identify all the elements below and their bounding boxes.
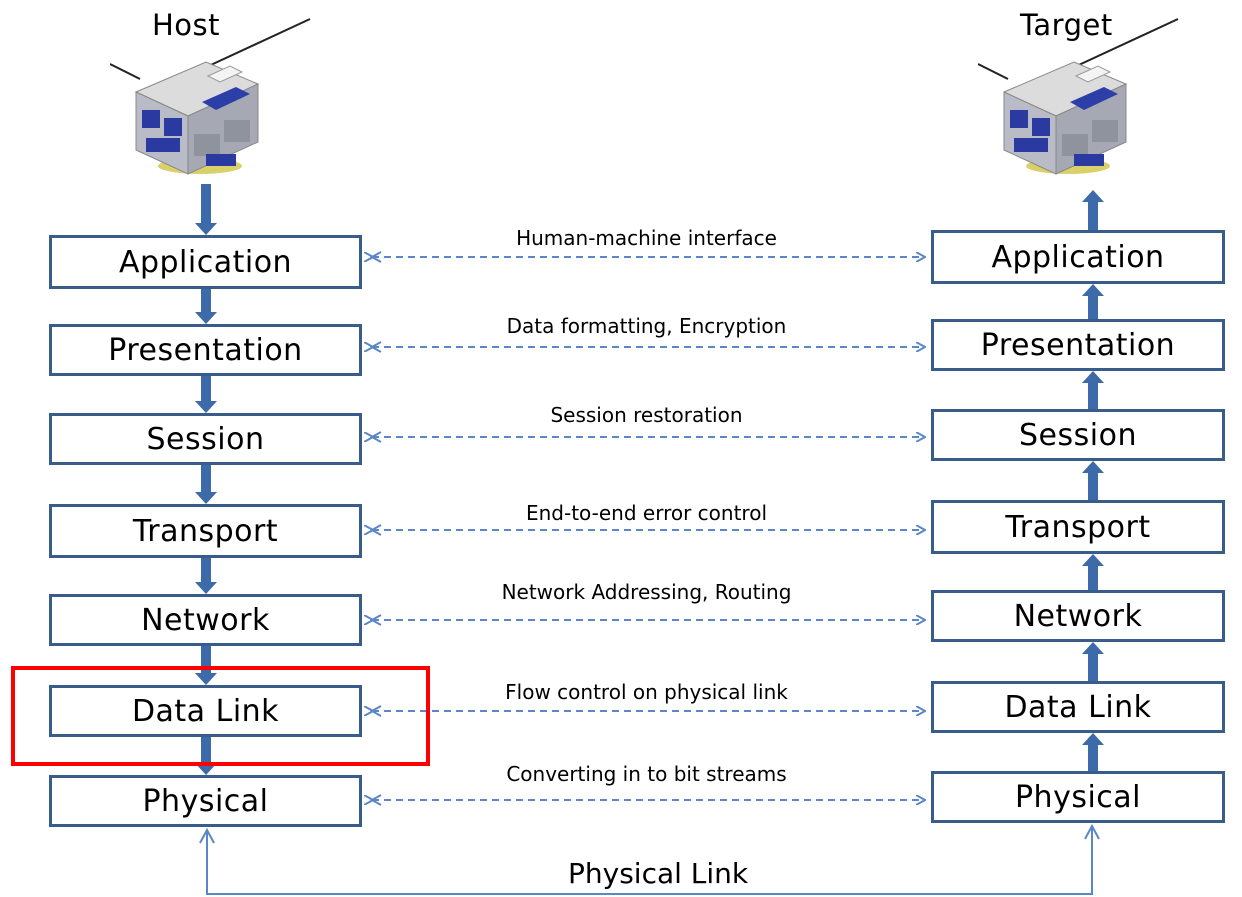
target-up-arrow (1082, 190, 1104, 230)
target-up-arrow (1082, 642, 1104, 681)
peer-arrow-left-head (369, 524, 382, 536)
peer-link-label-presentation: Data formatting, Encryption (506, 314, 787, 338)
data-link-highlight-frame (11, 666, 430, 766)
host-title: Host (152, 8, 221, 42)
target-title: Target (1020, 8, 1113, 42)
peer-dashed-arrows (369, 251, 924, 806)
peer-link-label-network: Network Addressing, Routing (501, 580, 792, 604)
peer-link-label-session: Session restoration (550, 403, 743, 427)
target-up-arrow (1082, 371, 1104, 409)
physical-link-connector (199, 823, 1100, 895)
peer-link-label-physical: Converting in to bit streams (506, 762, 787, 786)
host-down-arrow (195, 558, 217, 594)
host-layer-network: Network (49, 594, 362, 646)
host-layer-data-link: Data Link (49, 685, 362, 737)
peer-arrow-left-head (369, 341, 382, 353)
target-up-arrow (1082, 284, 1104, 319)
target-up-arrows (1082, 190, 1104, 771)
target-layer-physical: Physical (931, 771, 1225, 823)
peer-link-label-transport: End-to-end error control (525, 501, 768, 525)
host-layer-application: Application (49, 235, 362, 289)
target-layer-transport: Transport (931, 500, 1225, 554)
peer-arrow-left-head (369, 705, 382, 717)
peer-arrow-left-head (369, 431, 382, 443)
host-layer-physical: Physical (49, 775, 362, 827)
host-layer-presentation: Presentation (49, 324, 362, 376)
target-up-arrow (1082, 461, 1104, 500)
peer-arrow-left-head (369, 251, 382, 263)
target-layer-session: Session (931, 409, 1225, 461)
target-layer-presentation: Presentation (931, 319, 1225, 371)
target-layer-application: Application (931, 230, 1225, 284)
satellite-icon (110, 18, 311, 175)
physical-link-label: Physical Link (568, 857, 749, 890)
peer-arrow-left-head (369, 614, 382, 626)
target-layer-data-link: Data Link (931, 681, 1225, 733)
host-down-arrow (195, 376, 217, 413)
target-layer-network: Network (931, 590, 1225, 642)
host-layer-session: Session (49, 413, 362, 465)
host-down-arrow (195, 646, 217, 685)
target-up-arrow (1082, 554, 1104, 590)
host-down-arrow (195, 184, 217, 235)
physical-link-head-target (1084, 823, 1100, 840)
host-down-arrow (195, 289, 217, 324)
physical-link-head-host (199, 827, 215, 844)
host-layer-transport: Transport (49, 504, 362, 558)
peer-arrow-left-head (369, 794, 382, 806)
physical-link-line (206, 828, 1093, 895)
peer-link-label-application: Human-machine interface (516, 226, 777, 250)
target-up-arrow (1082, 733, 1104, 771)
peer-link-label-data-link: Flow control on physical link (505, 680, 788, 704)
satellite-icon (978, 18, 1179, 175)
host-down-arrow (195, 465, 217, 504)
